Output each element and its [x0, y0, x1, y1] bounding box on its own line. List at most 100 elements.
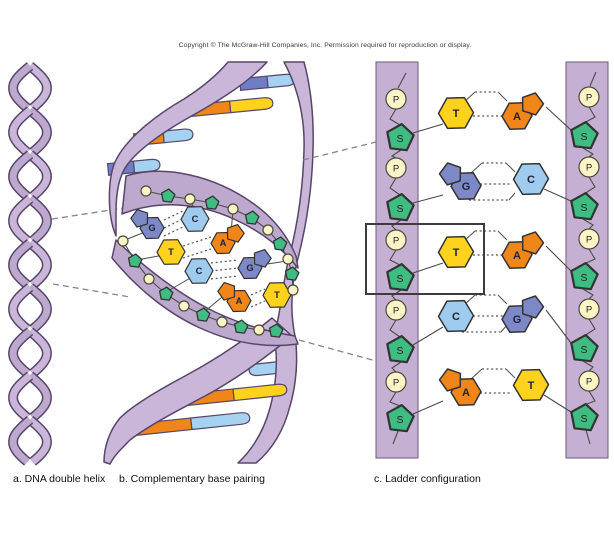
- phosphate-label: P: [586, 304, 592, 315]
- bubble-pairs: G C T A C G A T: [124, 200, 293, 313]
- sugar-unit: [195, 307, 211, 322]
- hydrogen-bond: [163, 210, 184, 221]
- helix-strand: [9, 63, 33, 111]
- phosphate-unit: [184, 193, 196, 205]
- sugar-unit: [570, 403, 599, 432]
- helix-strand: [27, 284, 51, 332]
- base-label-T: T: [453, 247, 460, 259]
- phosphate-label: P: [393, 163, 399, 174]
- helix-strand: [9, 151, 33, 200]
- hydrogen-bond: [250, 288, 266, 296]
- base-label-T: T: [168, 247, 174, 257]
- hydrogen-bond: [163, 218, 184, 229]
- base-label-T: T: [453, 108, 460, 120]
- phosphate-label: P: [586, 162, 592, 173]
- helix-strand: [27, 151, 51, 200]
- base-label-T: T: [528, 380, 535, 392]
- sugar-unit: [158, 286, 174, 301]
- phosphate-label: P: [393, 235, 399, 246]
- phosphate-unit: [178, 300, 190, 312]
- hydrogen-bond: [210, 267, 239, 272]
- sugar-unit: [284, 266, 300, 281]
- sugar-unit: [386, 335, 415, 364]
- sugar-unit: [272, 236, 288, 251]
- base-label-T: T: [274, 290, 280, 300]
- base-hexagon-T: [156, 239, 186, 265]
- phosphate-unit: [578, 86, 600, 108]
- sugar-label: S: [396, 345, 403, 357]
- helix-ribbon-front-top: [108, 61, 268, 237]
- phosphate-unit: [262, 224, 274, 236]
- phosphate-unit: [385, 299, 407, 321]
- sugar-unit: [233, 319, 249, 334]
- base-hexagon-C: [184, 258, 214, 284]
- base-pentagon-A: [521, 231, 545, 255]
- phosphate-unit: [143, 273, 155, 285]
- phosphate-label: P: [586, 376, 592, 387]
- highlight-box: [365, 223, 485, 295]
- base-pentagon-A: [217, 282, 236, 301]
- highlighted-nucleotide-box: [365, 223, 485, 295]
- helix-strand: [9, 372, 33, 421]
- sugar-unit: [244, 210, 260, 225]
- base-hexagon-C: [437, 299, 475, 333]
- phosphate-label: P: [586, 92, 592, 103]
- base-hexagon-T: [512, 368, 550, 402]
- base-pentagon-G: [521, 295, 545, 319]
- base-label-G: G: [513, 314, 522, 326]
- hydrogen-bond: [210, 275, 239, 280]
- base-hexagon-T: [437, 96, 475, 130]
- phosphate-unit: [140, 185, 152, 197]
- base-label-G: G: [148, 223, 155, 233]
- base-pentagon-G: [130, 209, 149, 228]
- base-label-C: C: [192, 214, 199, 224]
- base-pentagon-G: [438, 162, 462, 186]
- helix-strand: [27, 372, 51, 421]
- : [190, 412, 251, 431]
- base-hexagon-C: [180, 206, 210, 232]
- zoom-dash: [52, 283, 131, 298]
- helix-strand: [27, 240, 51, 288]
- phosphate-unit: [385, 229, 407, 251]
- sugar-unit: [160, 188, 176, 203]
- hydrogen-bond: [182, 248, 212, 259]
- base-label-A: A: [513, 250, 521, 262]
- base-label-C: C: [527, 174, 535, 186]
- helix-strand: [9, 328, 33, 376]
- base-label-G: G: [246, 263, 253, 273]
- helix-strand: [9, 284, 33, 332]
- base-pentagon-A: [521, 92, 545, 116]
- helix-strand: [9, 240, 33, 288]
- caption-ladder-configuration: c. Ladder configuration: [374, 473, 481, 485]
- sugar-unit: [204, 195, 220, 210]
- sugar-unit: [570, 262, 599, 291]
- sugar-unit: [570, 334, 599, 363]
- phosphate-unit: [578, 298, 600, 320]
- phosphate-label: P: [393, 305, 399, 316]
- sugar-label: S: [396, 414, 403, 426]
- helix-strand: [27, 417, 51, 465]
- base-label-A: A: [236, 296, 243, 306]
- phosphate-unit: [385, 88, 407, 110]
- base-pentagon-A: [438, 368, 462, 392]
- base-hexagon-C: [512, 162, 550, 196]
- : [232, 383, 288, 402]
- helix-ribbon-right-edge: [237, 61, 314, 464]
- zoom-dash: [298, 339, 377, 362]
- base-label-A: A: [220, 238, 227, 248]
- helix-strand: [27, 328, 51, 376]
- sugar-unit: [570, 120, 599, 150]
- base-label-C: C: [196, 266, 203, 276]
- sugar-label: S: [396, 203, 403, 215]
- helix-strand: [9, 417, 33, 465]
- sugar-unit: [386, 263, 415, 292]
- phosphate-label: P: [393, 377, 399, 388]
- caption-dna-double-helix: a. DNA double helix: [13, 473, 106, 485]
- : [229, 97, 274, 114]
- zoom-connector-dashes-right: [298, 141, 377, 362]
- sugar-unit: [386, 404, 415, 433]
- base-pair-bar: [129, 412, 251, 437]
- helix-strand: [27, 196, 51, 244]
